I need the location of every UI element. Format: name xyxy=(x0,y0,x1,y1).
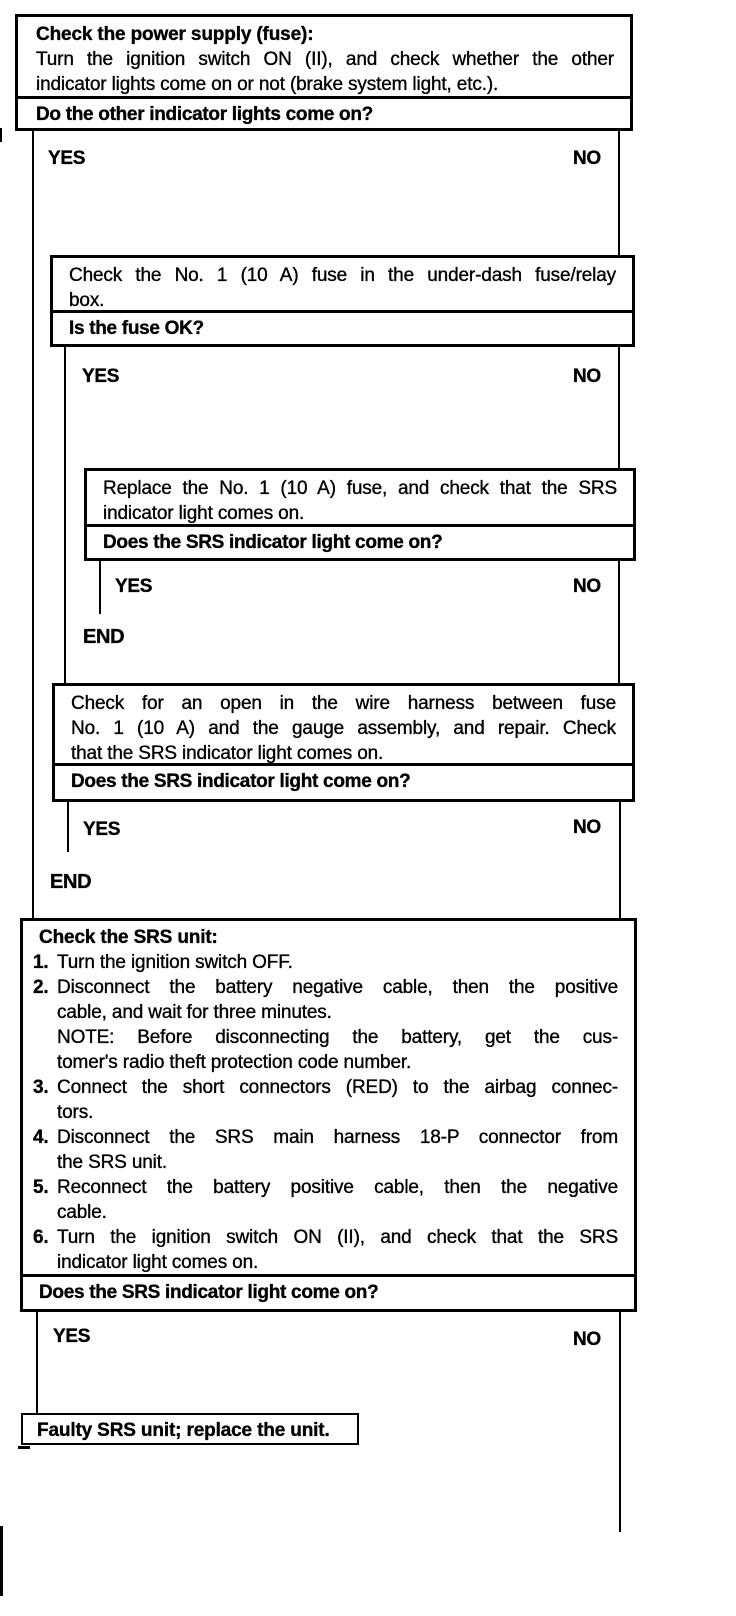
box-text-line: box. xyxy=(69,290,105,310)
yes-label-4: YES xyxy=(83,819,121,840)
list-item-number: 1. xyxy=(33,952,49,973)
list-item: 1. Turn the ignition switch OFF. xyxy=(33,950,618,975)
no-branch-line-1 xyxy=(618,131,620,255)
list-item-number: 4. xyxy=(33,1127,49,1148)
step-box-fuse-check: Check the No. 1 (10 A) fuse in the under… xyxy=(50,255,635,347)
box-text-line: that the SRS indicator light comes on. xyxy=(71,743,384,763)
list-item: 2. Disconnect the battery negative cable… xyxy=(33,975,618,1075)
list-item-line: Reconnect the battery positive cable, th… xyxy=(57,1177,618,1198)
yes-branch-line-5 xyxy=(36,1312,38,1413)
yes-branch-line-3 xyxy=(99,561,101,614)
no-label-4: NO xyxy=(573,817,602,838)
list-item-line: cable, and wait for three minutes. xyxy=(57,1002,332,1023)
list-item-line: Turn the ignition switch ON (II), and ch… xyxy=(57,1227,618,1248)
no-branch-line-4 xyxy=(619,802,621,918)
list-item-line: Disconnect the battery negative cable, t… xyxy=(57,977,618,998)
list-item: 6. Turn the ignition switch ON (II), and… xyxy=(33,1225,618,1274)
step-box-srs-unit-check: Check the SRS unit: 1. Turn the ignition… xyxy=(20,918,637,1312)
yes-branch-line-2 xyxy=(64,347,66,685)
yes-label-1: YES xyxy=(48,148,86,169)
scan-edge-mark xyxy=(0,1526,3,1596)
box-text-line: No. 1 (10 A) and the gauge assembly, and… xyxy=(71,718,616,739)
box-text-line: Check the No. 1 (10 A) fuse in the under… xyxy=(69,265,616,286)
scan-edge-mark xyxy=(0,128,2,142)
scan-edge-mark xyxy=(18,1446,30,1449)
list-item-line: tors. xyxy=(57,1102,94,1123)
list-item-line: the SRS unit. xyxy=(57,1152,167,1173)
box-text-line: Turn the ignition switch ON (II), and ch… xyxy=(36,49,614,70)
end-terminal-2: END xyxy=(50,871,92,893)
list-item-number: 3. xyxy=(33,1077,49,1098)
step-box-replace-fuse: Replace the No. 1 (10 A) fuse, and check… xyxy=(84,468,636,561)
box-title: Check the SRS unit: xyxy=(39,927,218,948)
box-text-line: indicator light comes on. xyxy=(103,503,305,524)
list-item-line: NOTE: Before disconnecting the battery, … xyxy=(57,1027,618,1048)
list-item-number: 6. xyxy=(33,1227,49,1248)
list-item-line: tomer's radio theft protection code numb… xyxy=(57,1052,412,1073)
list-item-number: 2. xyxy=(33,977,49,998)
list-item: 3. Connect the short connectors (RED) to… xyxy=(33,1075,618,1125)
list-item-line: cable. xyxy=(57,1202,107,1223)
list-item-number: 5. xyxy=(33,1177,49,1198)
no-label-3: NO xyxy=(573,576,602,597)
step-box-harness-check: Check for an open in the wire harness be… xyxy=(52,683,635,802)
question-bar-srs-light-1: Does the SRS indicator light come on? xyxy=(87,524,633,558)
end-terminal-1: END xyxy=(83,626,125,648)
yes-branch-line-1 xyxy=(32,131,34,918)
box-text-line: Replace the No. 1 (10 A) fuse, and check… xyxy=(103,478,617,499)
list-item: 5. Reconnect the battery positive cable,… xyxy=(33,1175,618,1225)
list-item: 4. Disconnect the SRS main harness 18-P … xyxy=(33,1125,618,1175)
list-item-line: Disconnect the SRS main harness 18-P con… xyxy=(57,1127,618,1148)
list-item-line: indicator light comes on. xyxy=(57,1252,259,1273)
yes-label-3: YES xyxy=(115,576,153,597)
question-bar-srs-light-3: Does the SRS indicator light come on? xyxy=(23,1274,634,1309)
yes-label-5: YES xyxy=(53,1326,91,1347)
box-text-line: Check for an open in the wire harness be… xyxy=(71,693,616,714)
no-branch-line-2 xyxy=(618,347,620,468)
box-text-line: indicator lights come on or not (brake s… xyxy=(36,74,499,95)
no-label-2: NO xyxy=(573,366,602,387)
result-box-faulty-srs-unit: Faulty SRS unit; replace the unit. xyxy=(21,1413,359,1445)
no-label-5: NO xyxy=(573,1329,602,1350)
no-label-1: NO xyxy=(573,148,602,169)
result-text: Faulty SRS unit; replace the unit. xyxy=(37,1420,330,1441)
no-branch-line-3 xyxy=(618,561,620,683)
list-item-line: Turn the ignition switch OFF. xyxy=(57,952,293,973)
yes-branch-line-4 xyxy=(67,802,69,852)
question-bar-fuse-ok: Is the fuse OK? xyxy=(53,310,632,344)
no-branch-line-5 xyxy=(619,1312,621,1532)
yes-label-2: YES xyxy=(82,366,120,387)
list-item-line: Connect the short connectors (RED) to th… xyxy=(57,1077,618,1098)
question-bar-indicator-lights: Do the other indicator lights come on? xyxy=(18,96,630,128)
box-title: Check the power supply (fuse): xyxy=(36,24,314,45)
question-bar-srs-light-2: Does the SRS indicator light come on? xyxy=(55,763,632,799)
step-box-power-supply: Check the power supply (fuse): Turn the … xyxy=(15,14,633,131)
